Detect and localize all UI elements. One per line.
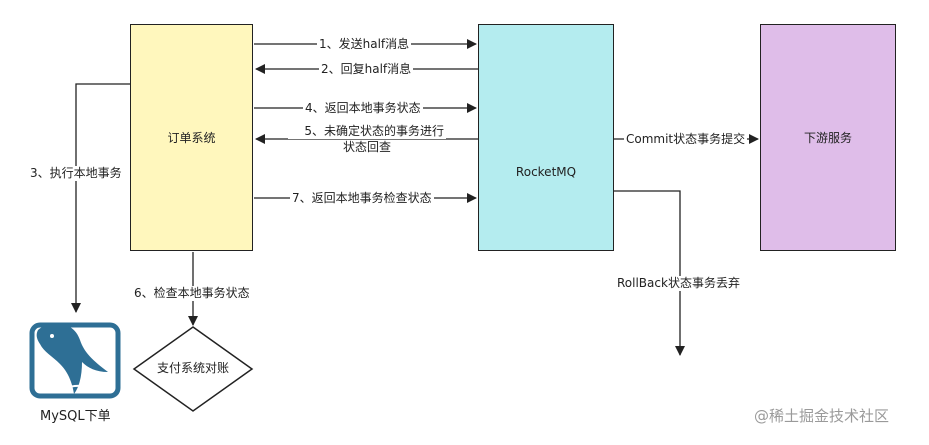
- order-system-node: 订单系统: [130, 24, 253, 251]
- watermark-text: @稀土掘金技术社区: [754, 407, 890, 425]
- mysql-label: MySQL下单: [40, 409, 111, 424]
- edge-step7-label: 7、返回本地事务检查状态: [290, 191, 434, 206]
- edge-commit-label: Commit状态事务提交: [624, 132, 748, 147]
- downstream-service-label: 下游服务: [803, 131, 852, 145]
- edge-step5-label-line2: 状态回查: [341, 140, 394, 155]
- order-system-label: 订单系统: [167, 131, 216, 145]
- edge-step3-arrow: [71, 83, 130, 313]
- edge-step5-label-line1: 5、未确定状态的事务进行: [288, 124, 446, 139]
- edge-step1-label: 1、发送half消息: [317, 37, 412, 52]
- payment-reconcile-label: 支付系统对账: [156, 361, 229, 375]
- downstream-service-node: 下游服务: [760, 24, 896, 251]
- edge-rollback-arrow: [614, 190, 685, 356]
- edge-rollback-label: RollBack状态事务丢弃: [615, 276, 742, 291]
- edge-step4-label: 4、返回本地事务状态: [303, 101, 423, 116]
- payment-reconcile-diamond: [132, 326, 254, 412]
- edge-step3-label: 3、执行本地事务: [28, 166, 124, 181]
- edge-step6-label: 6、检查本地事务状态: [132, 286, 252, 301]
- mysql-dolphin-icon: [29, 322, 121, 399]
- rocketmq-label: RocketMQ: [515, 165, 577, 179]
- rocketmq-node: RocketMQ: [478, 24, 614, 251]
- edge-step2-label: 2、回复half消息: [319, 62, 414, 77]
